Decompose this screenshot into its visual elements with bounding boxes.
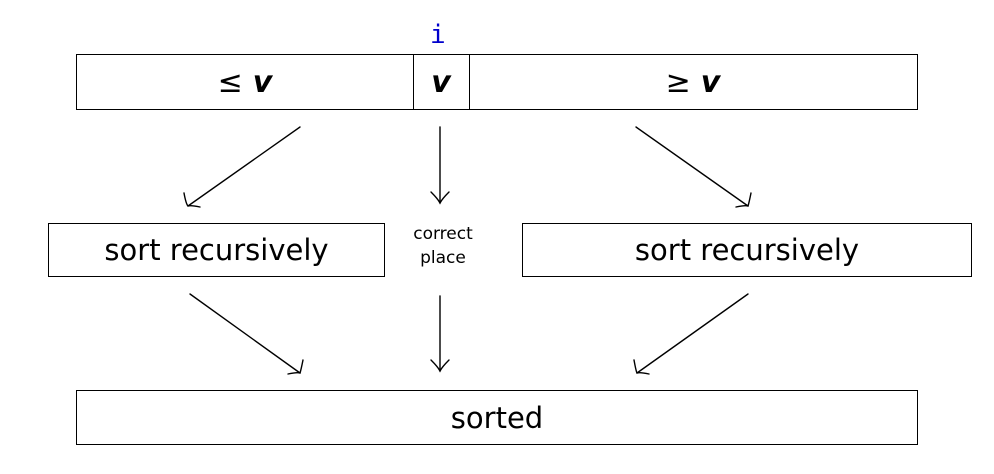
right-partition: ≥ v [469,55,917,109]
pivot-var: v [431,64,451,100]
partition-array: ≤ v v ≥ v [76,54,918,110]
arrow-right-to-sorted [633,293,749,375]
note-line1: correct [413,224,473,244]
left-divider [413,55,414,109]
arrow-note-to-sorted [430,295,450,373]
greater-equal-symbol: ≥ [665,64,691,100]
left-partition: ≤ v [77,55,413,109]
right-sort-box: sort recursively [522,223,972,277]
sorted-box: sorted [76,390,918,445]
arrow-left-down [183,126,301,208]
arrow-pivot-down [430,126,450,205]
left-sort-label: sort recursively [104,233,329,267]
correct-place-note: correct place [396,222,490,270]
index-label: i [430,20,446,50]
left-sort-box: sort recursively [48,223,385,277]
note-line2: place [420,248,466,268]
right-divider [469,55,470,109]
right-var: v [700,64,721,100]
right-sort-label: sort recursively [634,233,860,267]
left-var: v [252,64,273,100]
arrow-left-to-sorted [189,293,304,375]
sorted-label: sorted [450,400,544,435]
less-equal-symbol: ≤ [217,64,243,100]
arrow-right-down [635,126,752,208]
pivot-cell: v [413,55,469,109]
